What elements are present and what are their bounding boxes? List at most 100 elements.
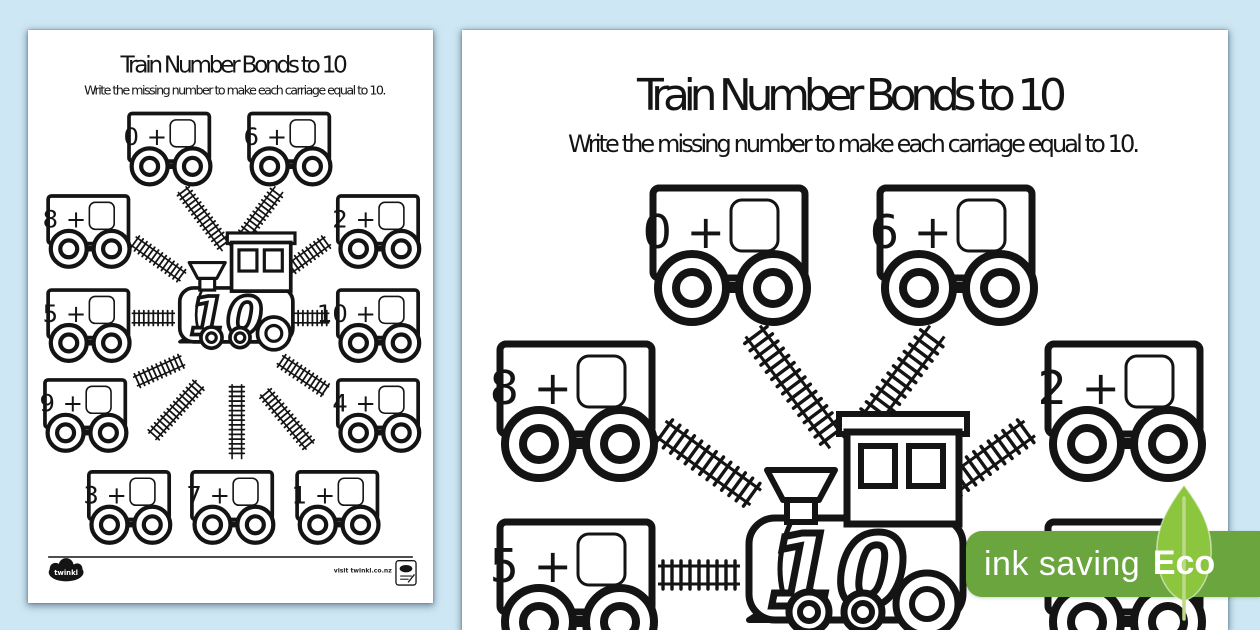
carriage-label: 1 + — [292, 481, 336, 510]
wheel-axle — [210, 521, 258, 528]
carriage-label: 8 + — [43, 205, 87, 234]
carriage-label: 8 + — [490, 361, 572, 415]
carriage-label: 0 + — [124, 122, 168, 151]
railway-track-icon — [259, 387, 316, 451]
twinkl-quality-stamp-icon — [395, 560, 417, 586]
wheel-axle — [356, 245, 404, 252]
railway-track-icon — [228, 384, 246, 460]
answer-box — [169, 119, 196, 148]
eco-label: Eco — [1152, 544, 1216, 582]
train-engine-icon: 10 — [177, 231, 297, 352]
train-carriage: 5 + — [490, 518, 658, 630]
train-carriage: 5 + — [43, 288, 132, 364]
engine-number: 10 — [189, 286, 263, 347]
train-carriage: 2 + — [332, 194, 422, 269]
train-carriage: 9 + — [39, 378, 129, 453]
answer-box — [378, 295, 405, 325]
answer-box — [232, 477, 259, 507]
railway-track-icon — [176, 185, 231, 252]
answer-box — [729, 198, 780, 253]
carriage-label: 2 + — [1038, 361, 1120, 415]
wheel-axle — [1084, 616, 1172, 627]
answer-box — [956, 198, 1007, 253]
wheel-axle — [316, 521, 363, 528]
train-carriage: 6 + — [870, 184, 1038, 326]
railway-track-icon — [131, 309, 175, 327]
carriage-label: 5 + — [43, 299, 87, 328]
railway-track-icon — [147, 379, 205, 441]
carriage-label: 4 + — [332, 389, 376, 418]
wheel-axle — [1084, 438, 1172, 449]
twinkl-logo-text: twinkl — [54, 569, 78, 577]
train-carriage: 0 + — [643, 184, 811, 326]
wheel-axle — [63, 429, 111, 436]
cab-window — [262, 248, 284, 273]
carriage-label: 0 + — [643, 205, 725, 259]
carriage-label: 2 + — [332, 205, 376, 234]
answer-box — [378, 201, 405, 231]
answer-box — [576, 354, 627, 409]
wheel-axle — [107, 521, 155, 528]
carriage-label: 5 + — [490, 539, 572, 593]
wheel-axle — [148, 163, 195, 170]
carriage-label: 6 + — [244, 122, 288, 151]
train-carriage: 10 + — [317, 288, 422, 364]
train-engine-icon: 10 — [745, 411, 970, 630]
carriage-label: 3 + — [83, 481, 127, 510]
carriage-label: 6 + — [870, 205, 952, 259]
worksheet-footer: twinkl visit twinkl.co.nz — [48, 556, 417, 586]
cab-window — [906, 443, 946, 489]
worksheet-drawing-left: Train Number Bonds to 10 Write the missin… — [39, 51, 422, 586]
railway-track-icon — [654, 418, 762, 508]
train-carriage: 0 + — [124, 111, 213, 187]
answer-box — [289, 119, 316, 148]
train-carriage: 2 + — [1038, 340, 1206, 482]
wheel-axle — [536, 438, 624, 449]
wheel-axle — [67, 245, 114, 252]
wheel-axle — [67, 339, 114, 346]
eco-leaf-icon — [1156, 483, 1212, 621]
answer-box — [129, 477, 156, 507]
train-carriage: 6 + — [244, 111, 333, 187]
worksheet-title: Train Number Bonds to 10 — [120, 51, 348, 78]
railway-track-icon — [658, 559, 740, 591]
cab-window — [237, 248, 259, 273]
ink-saving-eco-badge: ink saving Eco — [966, 480, 1260, 624]
train-carriage: 8 + — [490, 340, 658, 482]
railway-track-icon — [276, 353, 331, 398]
answer-box — [576, 532, 627, 587]
engine-funnel — [187, 260, 227, 281]
worksheet-drawing-right: Train Number Bonds to 10 Write the missin… — [490, 70, 1206, 630]
ink-saving-label: ink saving — [984, 545, 1141, 583]
train-carriage: 3 + — [83, 470, 173, 545]
carriage-label: 7 + — [186, 481, 230, 510]
answer-box — [88, 201, 116, 231]
worksheet-title: Train Number Bonds to 10 — [636, 70, 1067, 121]
wheel-axle — [268, 163, 315, 170]
engine-funnel — [764, 467, 838, 503]
railway-track-icon — [132, 353, 186, 389]
wheel-axle — [356, 339, 404, 346]
cab-window — [858, 443, 898, 489]
answer-box — [85, 385, 112, 415]
carriage-label: 10 + — [317, 299, 376, 328]
footer-link: visit twinkl.co.nz — [334, 567, 392, 574]
carriage-label: 9 + — [39, 389, 83, 418]
answer-box — [378, 385, 405, 415]
wheel-axle — [356, 429, 404, 436]
worksheet-subtitle: Write the missing number to make each ca… — [568, 130, 1140, 158]
worksheet-page-zoomed: Train Number Bonds to 10 Write the missin… — [462, 30, 1228, 630]
train-carriage: 7 + — [186, 470, 276, 545]
twinkl-logo: twinkl — [48, 558, 84, 582]
train-carriage: 8 + — [43, 194, 132, 269]
railway-track-icon — [743, 324, 846, 450]
answer-box — [337, 477, 364, 507]
answer-box — [88, 295, 116, 325]
railway-track-icon — [129, 235, 187, 283]
train-carriage: 1 + — [292, 470, 381, 545]
worksheet-subtitle: Write the missing number to make each ca… — [84, 82, 386, 97]
train-carriage: 4 + — [332, 378, 422, 453]
answer-box — [1124, 354, 1175, 409]
wheel-axle — [536, 616, 624, 627]
wheel-axle — [689, 282, 777, 293]
